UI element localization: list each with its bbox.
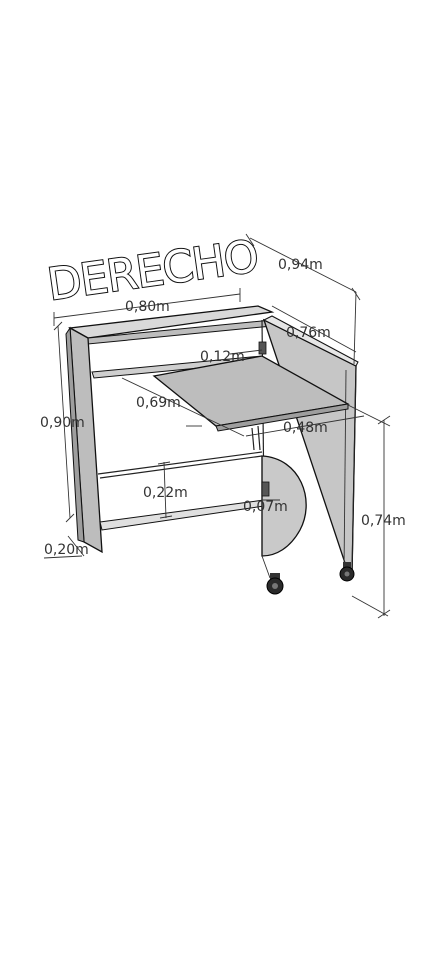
dimension-lines <box>43 233 391 619</box>
dimension-label: 0,48m <box>283 420 328 436</box>
dimension-label: 0,74m <box>361 513 406 529</box>
dimension-label: 0,94m <box>278 257 323 273</box>
dimension-label: 0,80m <box>125 299 170 315</box>
dimension-label: 0,07m <box>243 499 288 515</box>
dimension-label: 0,90m <box>40 415 85 431</box>
caster-wheel-icon <box>339 562 355 582</box>
dimension-label: 0,76m <box>286 325 331 341</box>
dimension-label: 0,20m <box>44 542 89 558</box>
left-frame <box>65 305 275 554</box>
dimension-label: 0,12m <box>200 349 245 365</box>
right-cart <box>152 315 359 579</box>
dimension-label: 0,69m <box>136 395 181 411</box>
dimension-label: 0,22m <box>143 485 188 501</box>
caster-wheel-icon <box>266 573 284 595</box>
